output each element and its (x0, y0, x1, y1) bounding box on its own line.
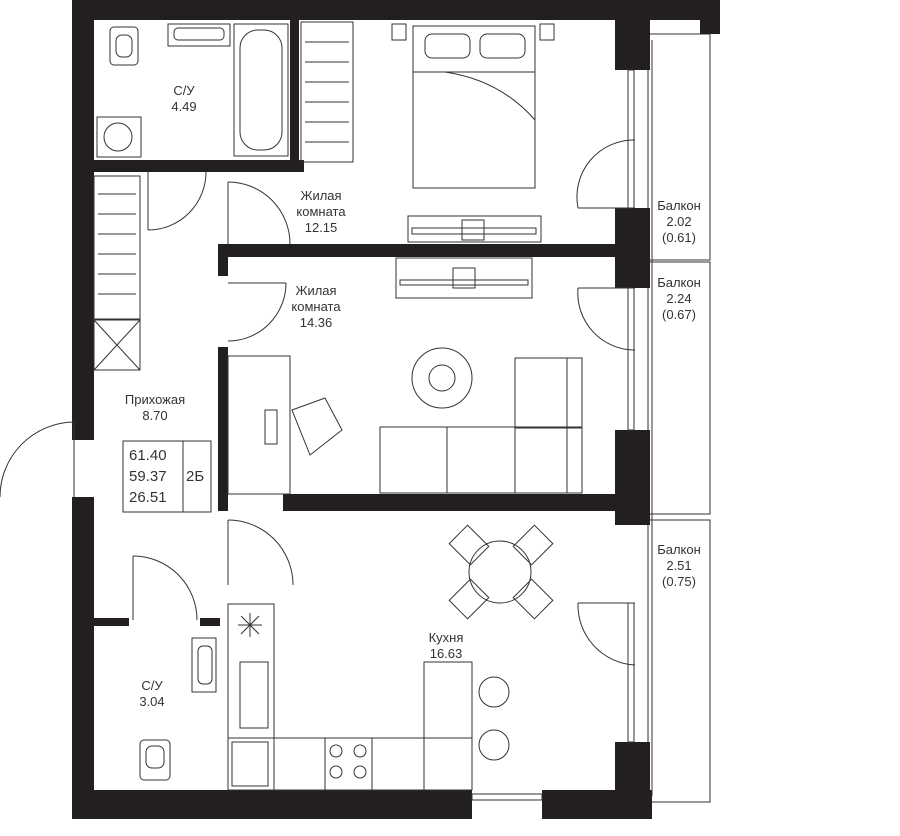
kitchen-furniture (227, 524, 554, 791)
room-label-balcony-2: Балкон 2.24 (0.67) (657, 275, 701, 323)
room-area: 4.49 (171, 99, 197, 114)
room-area: 14.36 (299, 315, 333, 330)
room-label-bath-2: С/У 3.04 (139, 678, 164, 710)
bathroom-fixtures-1 (96, 23, 289, 158)
room-label-balcony-1: Балкон 2.02 (0.61) (657, 198, 701, 246)
room-name: Кухня (428, 630, 464, 645)
room-name: Балкон (657, 275, 701, 290)
room-label-bath-1: С/У 4.49 (171, 83, 196, 115)
living-area: 26.51 (129, 489, 167, 506)
room-area: 2.51 (666, 558, 692, 573)
bedroom-2-furniture (227, 257, 583, 495)
room-label-bedroom-2: Жилая комната 14.36 (281, 283, 351, 331)
room-label-kitchen: Кухня 16.63 (429, 630, 464, 662)
summary-box (122, 440, 212, 513)
room-label-balcony-3: Балкон 2.51 (0.75) (657, 542, 701, 590)
living-area-total: 59.37 (129, 468, 167, 485)
total-area: 61.40 (129, 447, 167, 464)
room-label-bedroom-1: Жилая комната 12.15 (286, 188, 356, 236)
wardrobes (93, 21, 354, 371)
room-name: Прихожая (124, 392, 186, 407)
room-area-reduced: (0.75) (662, 574, 696, 589)
room-area: 12.15 (304, 220, 338, 235)
balcony-outlines (647, 33, 711, 803)
bedroom-1-furniture (391, 23, 555, 243)
room-name: Балкон (657, 542, 701, 557)
room-area: 3.04 (139, 694, 165, 709)
summary-areas: 61.40 59.37 26.51 (129, 445, 167, 508)
room-label-hallway: Прихожая 8.70 (125, 392, 185, 424)
bathroom-fixtures-2 (139, 637, 217, 781)
room-name: Балкон (657, 198, 701, 213)
room-name: Жилая комната (296, 188, 346, 219)
room-area: 2.24 (666, 291, 692, 306)
room-area: 8.70 (142, 408, 168, 423)
room-area: 2.02 (666, 214, 692, 229)
room-area-reduced: (0.67) (662, 307, 696, 322)
room-name: Жилая комната (291, 283, 341, 314)
room-area: 16.63 (429, 646, 463, 661)
room-area-reduced: (0.61) (662, 230, 696, 245)
room-name: С/У (173, 83, 195, 98)
walls (72, 0, 720, 819)
apartment-type: 2Б (186, 468, 205, 485)
doors (0, 69, 636, 801)
room-name: С/У (141, 678, 163, 693)
